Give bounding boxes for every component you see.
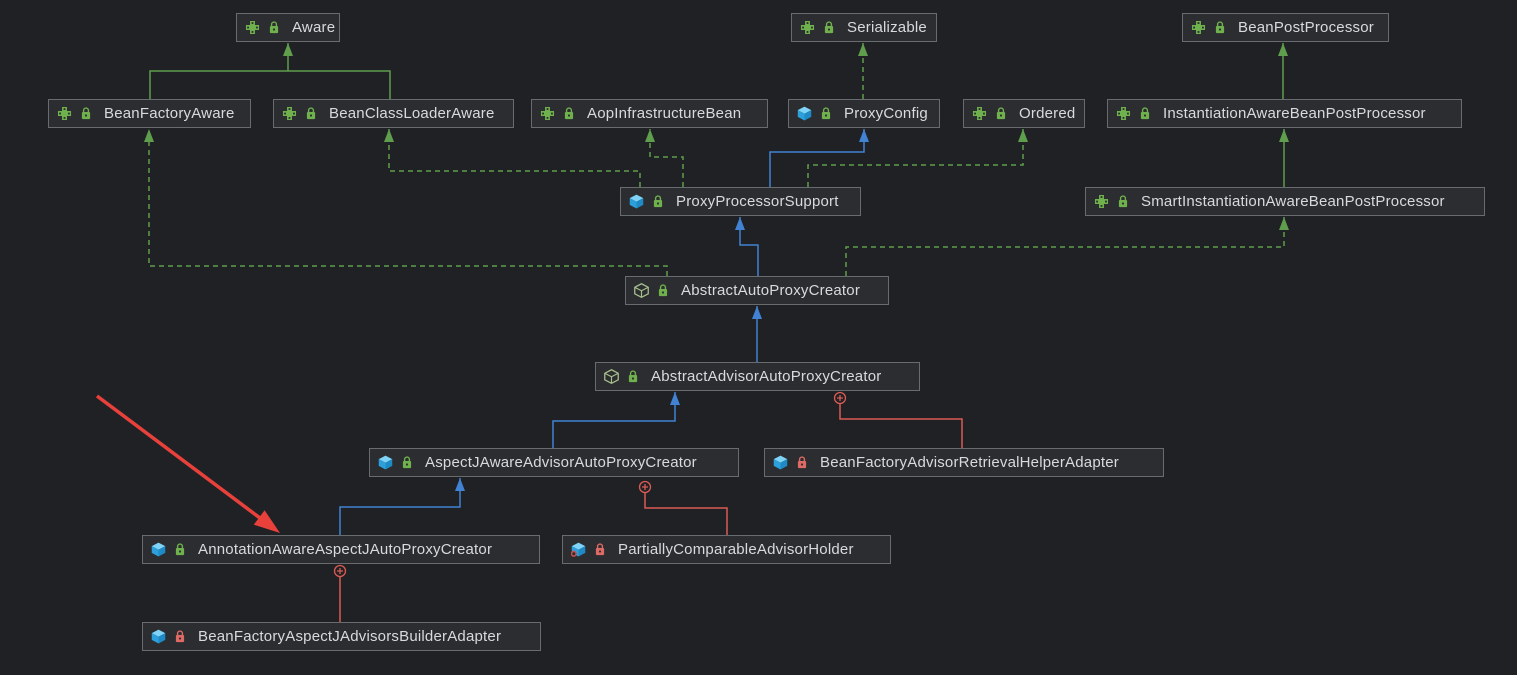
node-label: AspectJAwareAdvisorAutoProxyCreator xyxy=(425,454,697,471)
node-instantiation-aware-bean-post-processor[interactable]: InstantiationAwareBeanPostProcessor xyxy=(1107,99,1462,128)
node-bean-factory-aspectj-advisors-builder-adapter[interactable]: BeanFactoryAspectJAdvisorsBuilderAdapter xyxy=(142,622,541,651)
edge-aware-children-rail xyxy=(149,70,391,99)
lock-icon xyxy=(797,456,807,469)
lock-icon xyxy=(824,21,834,34)
interface-icon xyxy=(57,106,72,121)
lock-icon xyxy=(653,195,663,208)
class-icon xyxy=(151,542,166,557)
node-label: AopInfrastructureBean xyxy=(587,105,742,122)
node-smart-instantiation-aware-bean-post-processor[interactable]: SmartInstantiationAwareBeanPostProcessor xyxy=(1085,187,1485,216)
interface-icon xyxy=(1191,20,1206,35)
node-label: Serializable xyxy=(847,19,927,36)
edge-proxyprocessorsupport-implements-ordered xyxy=(807,129,1028,187)
node-label: BeanFactoryAspectJAdvisorsBuilderAdapter xyxy=(198,628,502,645)
edge-proxyprocessorsupport-extends-proxyconfig xyxy=(769,129,869,187)
lock-icon xyxy=(595,543,605,556)
node-bean-class-loader-aware[interactable]: BeanClassLoaderAware xyxy=(273,99,514,128)
node-ordered[interactable]: Ordered xyxy=(963,99,1085,128)
lock-icon xyxy=(175,630,185,643)
node-bean-factory-aware[interactable]: BeanFactoryAware xyxy=(48,99,251,128)
lock-icon xyxy=(1118,195,1128,208)
node-aop-infrastructure-bean[interactable]: AopInfrastructureBean xyxy=(531,99,768,128)
lock-icon xyxy=(306,107,316,120)
node-proxy-processor-support[interactable]: ProxyProcessorSupport xyxy=(620,187,861,216)
class-icon xyxy=(151,629,166,644)
node-label: AnnotationAwareAspectJAutoProxyCreator xyxy=(198,541,493,558)
edge-proxyprocessorsupport-implements-aopinfrastructurebean xyxy=(645,129,684,187)
lock-icon xyxy=(81,107,91,120)
node-label: InstantiationAwareBeanPostProcessor xyxy=(1163,105,1426,122)
edge-partiallycomparableadvisorholder-inner-of-aspectjawareadvisorapc xyxy=(638,480,728,535)
lock-icon xyxy=(628,370,638,383)
node-annotation-aware-aspectj-auto-proxy-creator[interactable]: AnnotationAwareAspectJAutoProxyCreator xyxy=(142,535,540,564)
class-icon xyxy=(773,455,788,470)
node-partially-comparable-advisor-holder[interactable]: PartiallyComparableAdvisorHolder xyxy=(562,535,891,564)
node-abstract-advisor-auto-proxy-creator[interactable]: AbstractAdvisorAutoProxyCreator xyxy=(595,362,920,391)
node-label: BeanPostProcessor xyxy=(1238,19,1374,36)
edge-annotationawareaspectjapc-extends-aspectjawareadvisorapc xyxy=(339,478,465,535)
lock-icon xyxy=(564,107,574,120)
edge-abstractautoproxycreator-extends-proxyprocessorsupport xyxy=(735,217,759,276)
lock-icon xyxy=(175,543,185,556)
class-icon xyxy=(378,455,393,470)
interface-icon xyxy=(1116,106,1131,121)
node-label: ProxyConfig xyxy=(844,105,928,122)
edge-proxyprocessorsupport-implements-beanclassloaderaware xyxy=(384,129,641,187)
node-label: BeanClassLoaderAware xyxy=(329,105,495,122)
node-bean-factory-advisor-retrieval-helper-adapter[interactable]: BeanFactoryAdvisorRetrievalHelperAdapter xyxy=(764,448,1164,477)
node-abstract-auto-proxy-creator[interactable]: AbstractAutoProxyCreator xyxy=(625,276,889,305)
node-label: Aware xyxy=(292,19,336,36)
lock-icon xyxy=(1140,107,1150,120)
node-label: SmartInstantiationAwareBeanPostProcessor xyxy=(1141,193,1445,210)
node-bean-post-processor[interactable]: BeanPostProcessor xyxy=(1182,13,1389,42)
interface-icon xyxy=(540,106,555,121)
lock-icon xyxy=(821,107,831,120)
lock-icon xyxy=(996,107,1006,120)
abstract-class-icon xyxy=(604,369,619,384)
node-label: BeanFactoryAdvisorRetrievalHelperAdapter xyxy=(820,454,1119,471)
edge-proxyconfig-implements-serializable xyxy=(858,43,868,99)
edge-beanfactoryadvisorretrievalhelperadapter-inner-of-abstractadvisorapc xyxy=(833,391,963,448)
node-label: AbstractAutoProxyCreator xyxy=(681,282,861,299)
abstract-class-icon xyxy=(634,283,649,298)
lock-icon xyxy=(1215,21,1225,34)
node-label: BeanFactoryAware xyxy=(104,105,235,122)
class-icon xyxy=(571,542,586,557)
edge-beanfactoryaware-beanclassloaderaware-extends-aware xyxy=(283,43,293,71)
edge-abstractautoproxycreator-implements-beanfactoryaware xyxy=(144,129,668,276)
interface-icon xyxy=(245,20,260,35)
node-aspectj-aware-advisor-auto-proxy-creator[interactable]: AspectJAwareAdvisorAutoProxyCreator xyxy=(369,448,739,477)
class-icon xyxy=(797,106,812,121)
edge-smartinstantiationawarebpp-extends-instantiationawarebpp xyxy=(1279,129,1289,187)
node-aware[interactable]: Aware xyxy=(236,13,340,42)
edge-instantiationawarebpp-extends-beanpostprocessor xyxy=(1278,43,1288,99)
interface-icon xyxy=(972,106,987,121)
node-label: PartiallyComparableAdvisorHolder xyxy=(618,541,854,558)
edge-abstractautoproxycreator-implements-smartinstantiationawarebpp xyxy=(845,217,1289,276)
class-icon xyxy=(629,194,644,209)
interface-icon xyxy=(282,106,297,121)
node-label: ProxyProcessorSupport xyxy=(676,193,839,210)
lock-icon xyxy=(402,456,412,469)
node-label: Ordered xyxy=(1019,105,1076,122)
edge-beanfactoryaspectjadvisorsbuilderadapter-inner-of-annotationawareaspectjapc xyxy=(333,564,347,622)
interface-icon xyxy=(1094,194,1109,209)
node-serializable[interactable]: Serializable xyxy=(791,13,937,42)
node-proxy-config[interactable]: ProxyConfig xyxy=(788,99,940,128)
lock-icon xyxy=(269,21,279,34)
edge-aspectjawareadvisorapc-extends-abstractadvisorapc xyxy=(552,392,680,448)
edge-abstractadvisorautoproxycreator-extends-abstractautoproxycreator xyxy=(752,306,762,362)
lock-icon xyxy=(658,284,668,297)
interface-icon xyxy=(800,20,815,35)
node-label: AbstractAdvisorAutoProxyCreator xyxy=(651,368,882,385)
